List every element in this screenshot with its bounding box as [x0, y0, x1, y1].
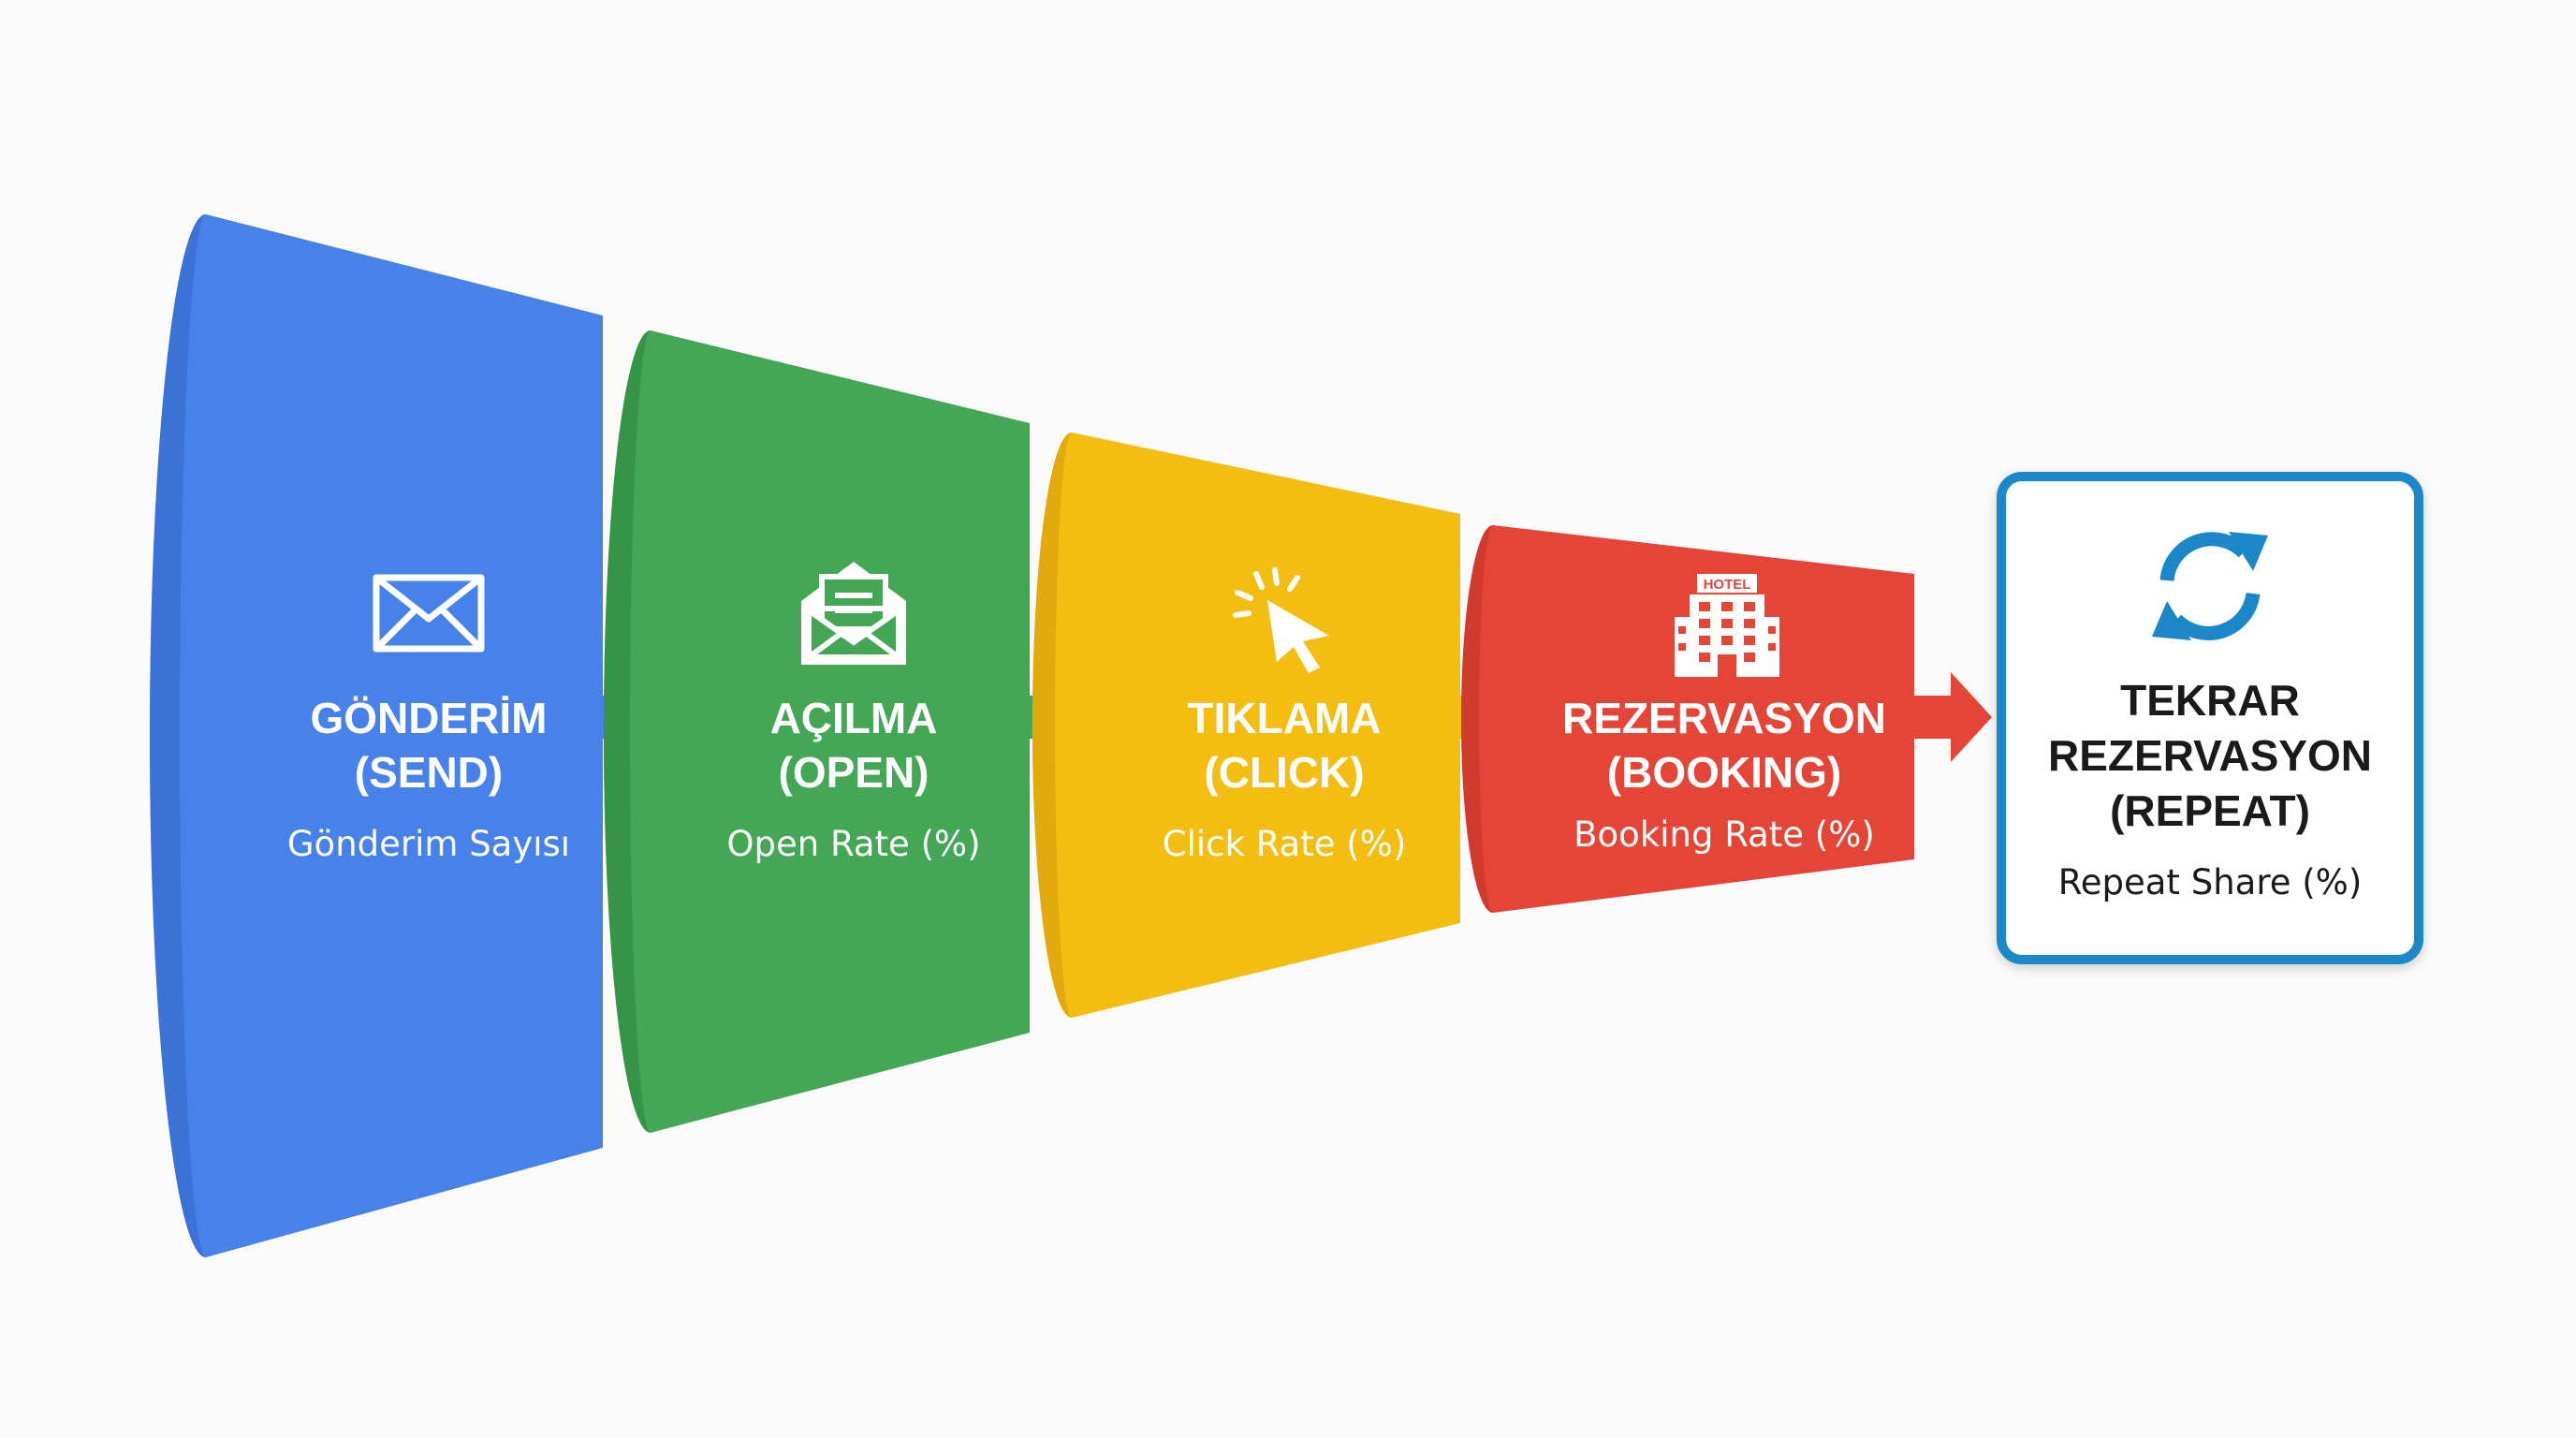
stage-send-title: GÖNDERİM [311, 694, 548, 742]
stage-click-subtitle: (CLICK) [1204, 748, 1364, 797]
stage-booking-body [1461, 525, 1914, 913]
cursor-click-icon [1233, 567, 1329, 673]
repeat-title-line3: (REPEAT) [2110, 786, 2310, 835]
stage-send-body [150, 214, 603, 1257]
arrow-booking-to-repeat [1910, 672, 1992, 762]
refresh-icon [2152, 532, 2268, 640]
stage-open-shade [603, 330, 651, 1133]
repeat-box [1997, 472, 2423, 964]
stage-booking-title: REZERVASYON [1562, 694, 1886, 742]
envelope-icon [373, 574, 485, 653]
open-envelope-icon [801, 562, 906, 665]
stage-send [150, 214, 603, 1257]
stage-send-subtitle: (SEND) [355, 748, 503, 797]
stage-click [1032, 433, 1460, 1018]
repeat-metric: Repeat Share (%) [2058, 862, 2363, 902]
stage-open-subtitle: (OPEN) [779, 748, 929, 797]
stage-send-shade [150, 214, 206, 1257]
repeat-title-line1: TEKRAR [2120, 676, 2300, 725]
hotel-icon: HOTEL [1675, 574, 1779, 677]
stage-booking [1461, 525, 1914, 913]
stage-open-body [603, 330, 1030, 1133]
stage-click-body [1032, 433, 1460, 1018]
stage-click-title: TIKLAMA [1188, 694, 1382, 742]
stage-booking-metric: Booking Rate (%) [1573, 814, 1875, 855]
repeat-title-line2: REZERVASYON [2048, 731, 2372, 780]
stage-click-shade [1032, 433, 1072, 1018]
stage-open-metric: Open Rate (%) [726, 824, 980, 864]
stage-open-title: AÇILMA [770, 694, 938, 742]
stage-booking-subtitle: (BOOKING) [1607, 748, 1841, 797]
hotel-sign-text: HOTEL [1704, 577, 1751, 593]
repeat-box-frame [1997, 472, 2423, 964]
stage-send-metric: Gönderim Sayısı [287, 824, 570, 864]
stage-open [603, 330, 1030, 1133]
stage-click-metric: Click Rate (%) [1163, 824, 1407, 864]
stage-booking-shade [1461, 525, 1493, 913]
